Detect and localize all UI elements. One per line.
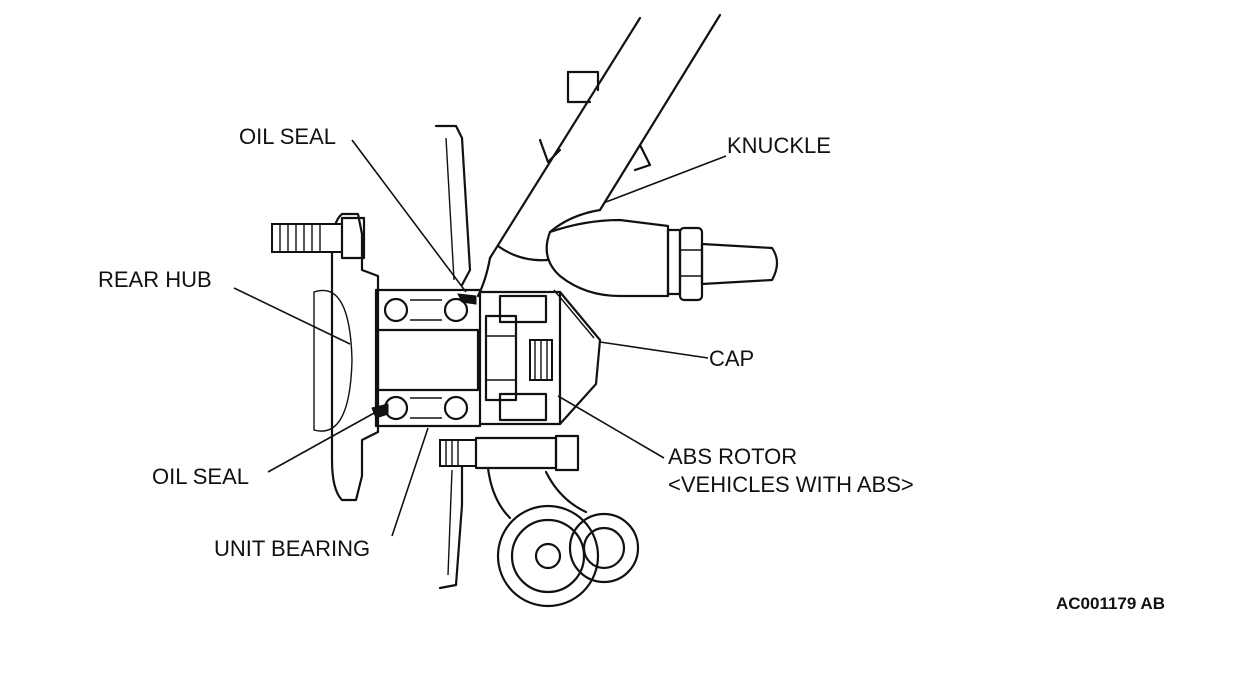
leader-lines <box>233 139 727 537</box>
label-rear-hub: REAR HUB <box>98 267 212 292</box>
backing-plate <box>434 124 472 590</box>
hub-nut-and-rotor <box>478 289 602 426</box>
knuckle-arm <box>545 218 779 302</box>
label-unit-bearing: UNIT BEARING <box>214 536 371 561</box>
label-abs-rotor: ABS ROTOR <box>668 444 798 469</box>
label-cap: CAP <box>709 346 755 371</box>
label-abs-rotor-note: <VEHICLES WITH ABS> <box>668 472 914 497</box>
label-oil-seal-top: OIL SEAL <box>239 124 337 149</box>
lower-mount <box>439 434 640 608</box>
knuckle-body <box>476 13 722 298</box>
figure-code: AC001179 AB <box>1056 594 1165 613</box>
label-oil-seal-bottom: OIL SEAL <box>152 464 250 489</box>
label-knuckle: KNUCKLE <box>727 133 831 158</box>
rear-hub <box>271 212 380 502</box>
unit-bearing <box>371 288 482 428</box>
